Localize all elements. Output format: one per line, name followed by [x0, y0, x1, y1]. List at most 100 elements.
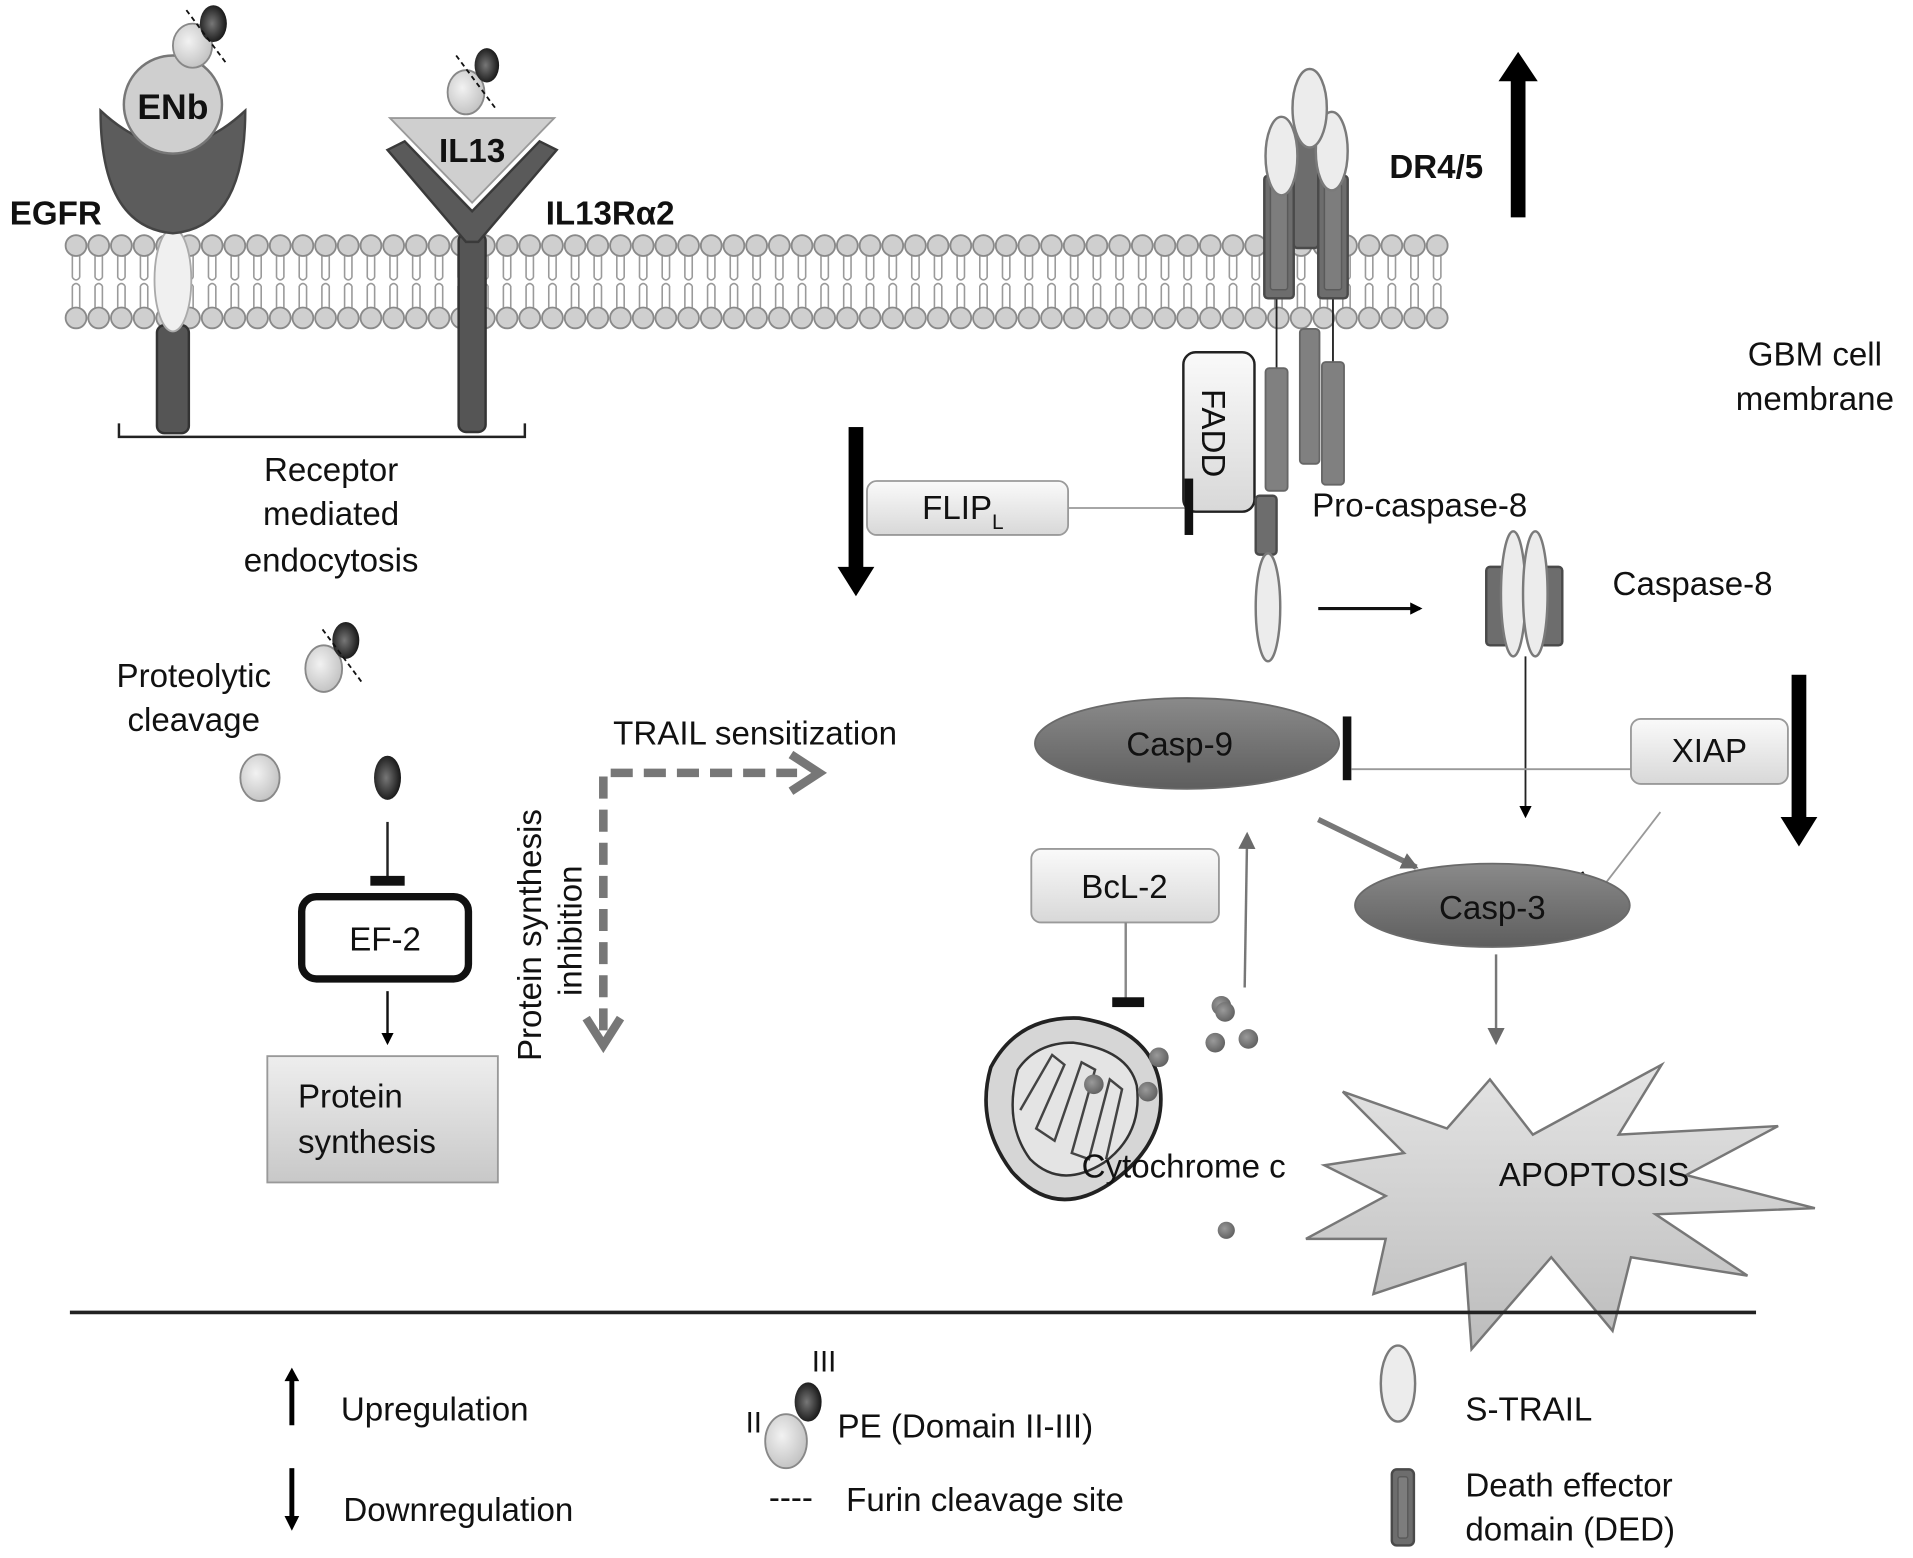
lipid-tail [933, 282, 943, 309]
lipid-head [382, 234, 405, 257]
lipid-tail [502, 255, 512, 281]
lipid-tail [1069, 255, 1079, 281]
lipid-tail [71, 282, 81, 309]
lipid-tail [298, 255, 308, 281]
lipid-head [427, 234, 451, 257]
lipid-head [813, 234, 837, 257]
lipid-head [745, 234, 768, 257]
lipid-head [1062, 306, 1086, 330]
lipid-tail [1137, 282, 1147, 309]
pe-toxin-icon [171, 5, 228, 69]
lipid-tail [616, 282, 625, 309]
lipid-tail [525, 282, 535, 309]
lipid-tail [547, 282, 557, 309]
protein-synthesis-box [266, 1055, 499, 1184]
lipid-head [427, 306, 451, 330]
lipid-head [132, 306, 156, 330]
lipid-head [881, 234, 905, 257]
lipid-head [200, 234, 224, 257]
lipid-head [1108, 234, 1131, 257]
lipid-head [1312, 306, 1336, 330]
lipid-tail [661, 255, 671, 281]
lipid-tail [729, 255, 739, 281]
lipid-tail [207, 255, 217, 281]
lipid-tail [71, 255, 81, 281]
trail-sensitization-label: TRAIL sensitization [613, 716, 897, 753]
casp3-label: Casp-3 [1439, 890, 1546, 927]
lipid-head [1198, 234, 1222, 257]
fadd-label: FADD [1194, 389, 1231, 477]
lipid-tail [842, 282, 852, 309]
lipid-tail [774, 255, 784, 281]
svg-text:GBM cell: GBM cell [1748, 337, 1882, 374]
lipid-head [1176, 234, 1199, 257]
lipid-tail [1115, 255, 1125, 281]
lipid-head [223, 306, 247, 330]
lipid-head [1425, 234, 1449, 257]
pe-toxin-icon [446, 48, 500, 116]
lipid-head [699, 306, 723, 330]
lipid-tail [1160, 282, 1170, 309]
lipid-head [1289, 306, 1313, 330]
lipid-tail [1024, 255, 1034, 281]
lipid-head [336, 306, 360, 330]
lipid-tail [1047, 255, 1057, 281]
lipid-head [813, 306, 837, 330]
flip-label: FLIPL [922, 490, 1003, 534]
lipid-tail [411, 282, 421, 309]
lipid-tail [1251, 255, 1261, 281]
casp9-to-casp3-arrow [1317, 816, 1419, 870]
lipid-head [609, 234, 632, 257]
il13ra2-label: IL13Rα2 [546, 196, 675, 233]
lipid-tail [774, 282, 784, 309]
downregulation-arrow-icon [837, 427, 875, 597]
lipid-tail [434, 255, 444, 281]
lipid-tail [502, 282, 512, 309]
lipid-head [1403, 234, 1426, 257]
procaspase8-ded [1254, 494, 1278, 556]
lipid-tail [139, 282, 149, 309]
procaspase8-label: Pro-caspase-8 [1312, 488, 1527, 525]
svg-text:Proteolytic: Proteolytic [117, 658, 272, 695]
cytochrome-c-label: Cytochrome c [1082, 1149, 1286, 1186]
lipid-tail [1296, 255, 1306, 281]
lipid-head [1198, 306, 1222, 330]
lipid-tail [1410, 282, 1419, 309]
lipid-head [972, 306, 995, 330]
lipid-head [291, 234, 315, 257]
lipid-head [722, 306, 746, 330]
lipid-tail [321, 255, 331, 281]
lipid-tail [752, 255, 762, 281]
lipid-tail [1364, 282, 1374, 309]
lipid-head [1085, 234, 1109, 257]
lipid-tail [570, 282, 580, 309]
lipid-head [1017, 306, 1041, 330]
lipid-head [926, 306, 950, 330]
svg-text:synthesis: synthesis [298, 1124, 436, 1161]
lipid-tail [1024, 282, 1034, 309]
lipid-tail [94, 255, 104, 281]
lipid-head [1244, 306, 1268, 330]
lipid-head [1357, 234, 1381, 257]
lipid-tail [434, 282, 444, 309]
fadd-box [1182, 351, 1256, 513]
lipid-head [1153, 234, 1177, 257]
casp9-node [1034, 697, 1341, 790]
domain-ii-label: II [746, 1407, 762, 1440]
svg-text:Protein: Protein [298, 1079, 403, 1116]
ef2-label: EF-2 [349, 922, 421, 959]
lipid-tail [1228, 282, 1238, 309]
bcl2-label: BcL-2 [1081, 869, 1167, 906]
lipid-head [1130, 306, 1154, 330]
lipid-head [382, 306, 405, 330]
dashed-arrowhead-down [582, 1015, 625, 1054]
lipid-tail [366, 282, 376, 309]
svg-text:Upregulation: Upregulation [341, 1391, 529, 1428]
lipid-tail [343, 282, 353, 309]
lipid-head [64, 306, 88, 330]
lipid-tail [230, 255, 240, 281]
legend-furin: ---- Furin cleavage site [769, 1480, 1124, 1519]
lipid-tail [1296, 282, 1306, 309]
lipid-head [110, 234, 133, 257]
